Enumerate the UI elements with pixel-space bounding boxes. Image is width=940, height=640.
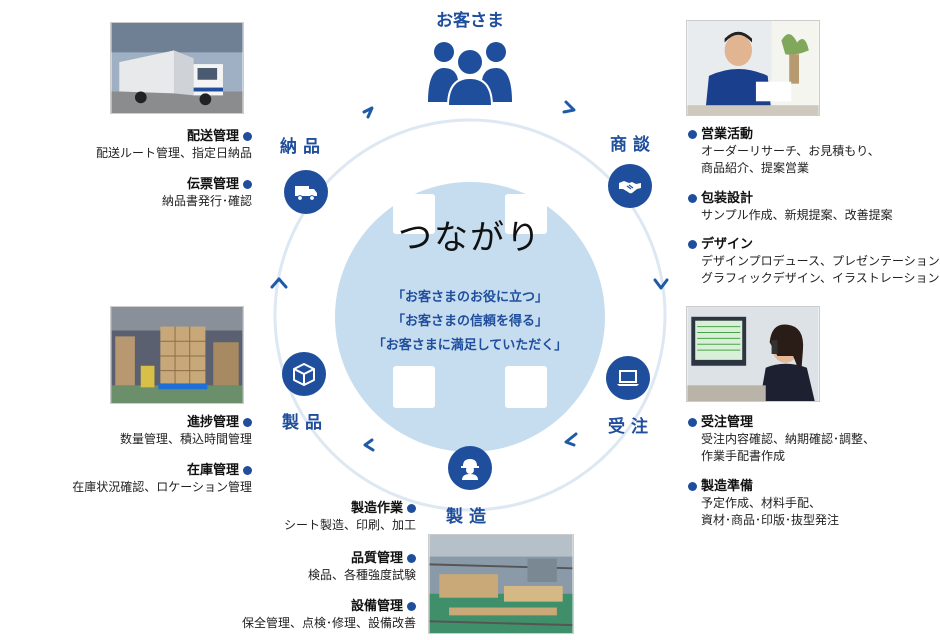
bullet-dot bbox=[243, 180, 252, 189]
factory-photo bbox=[428, 534, 574, 634]
node-label-seizo: 製造 bbox=[446, 507, 492, 527]
motto-1: 「お客さまのお役に立つ」 bbox=[391, 290, 548, 305]
bullet-dot bbox=[243, 132, 252, 141]
box-icon bbox=[293, 363, 315, 386]
seizo-head-2: 品質管理 bbox=[350, 551, 403, 566]
sales-staff-photo bbox=[686, 20, 820, 116]
center-decor-square bbox=[393, 366, 435, 408]
node-label-juchu: 受注 bbox=[608, 417, 654, 437]
seizo-desc-3a: 保全管理、点検･修理、設備改善 bbox=[241, 616, 416, 630]
juchu-item-2: 製造準備 予定作成、材料手配、 資材･商品･印版･抜型発注 bbox=[688, 478, 839, 529]
shodan-head-2: 包装設計 bbox=[701, 191, 754, 206]
juchu-desc-2b: 資材･商品･印版･抜型発注 bbox=[701, 513, 840, 527]
shodan-desc-3a: デザインプロデュース、プレゼンテーション、 bbox=[701, 254, 940, 268]
cycle-arrow-6 bbox=[270, 277, 288, 289]
node-shodan bbox=[608, 164, 652, 208]
cycle-arrow-2 bbox=[562, 100, 576, 114]
seizo-desc-2a: 検品、各種強度試験 bbox=[307, 568, 416, 582]
shodan-desc-3b: グラフィックデザイン、イラストレーション bbox=[701, 271, 940, 285]
shodan-item-1: 営業活動 オーダーリサーチ、お見積もり、 商品紹介、提案営業 bbox=[688, 126, 880, 177]
seihin-item-2: 在庫管理 在庫状況確認、ロケーション管理 bbox=[72, 462, 252, 496]
juchu-item-1: 受注管理 受注内容確認、納期確認･調整、 作業手配書作成 bbox=[688, 414, 875, 465]
cycle-arrow-1 bbox=[362, 106, 374, 119]
shodan-head-3: デザイン bbox=[701, 237, 754, 252]
seihin-head-2: 在庫管理 bbox=[186, 463, 239, 478]
center-circle: つながり 「お客さまのお役に立つ」 「お客さまの信頼を得る」 「お客さまに満足し… bbox=[335, 182, 605, 452]
node-seizo bbox=[448, 446, 492, 490]
node-label-seihin: 製品 bbox=[282, 413, 328, 433]
cycle-arrow-5 bbox=[363, 438, 375, 452]
node-nohin bbox=[284, 170, 328, 214]
worker-helmet-icon bbox=[461, 459, 479, 480]
node-label-shodan: 商談 bbox=[610, 135, 656, 155]
laptop-icon bbox=[617, 370, 639, 386]
nohin-head-2: 伝票管理 bbox=[186, 177, 239, 192]
order-staff-photo bbox=[686, 306, 820, 402]
seihin-item-1: 進捗管理 数量管理、積込時間管理 bbox=[120, 414, 252, 448]
nohin-item-1: 配送管理 配送ルート管理、指定日納品 bbox=[96, 128, 252, 162]
node-label-nohin: 納品 bbox=[280, 137, 326, 157]
bullet-dot bbox=[688, 130, 697, 139]
shodan-item-2: 包装設計 サンプル作成、新規提案、改善提案 bbox=[688, 190, 893, 224]
cycle-arrow-3 bbox=[653, 278, 669, 290]
juchu-head-2: 製造準備 bbox=[701, 479, 754, 494]
juchu-desc-2a: 予定作成、材料手配、 bbox=[701, 496, 822, 510]
people-group-icon bbox=[428, 42, 512, 106]
node-seihin bbox=[282, 352, 326, 396]
seizo-item-2: 品質管理 検品、各種強度試験 bbox=[308, 550, 416, 584]
seizo-desc-1a: シート製造、印刷、加工 bbox=[283, 518, 416, 532]
motto-3: 「お客さまに満足していただく」 bbox=[372, 338, 568, 353]
juchu-desc-1a: 受注内容確認、納期確認･調整、 bbox=[701, 432, 876, 446]
seihin-desc-1a: 数量管理、積込時間管理 bbox=[119, 432, 252, 446]
seihin-head-1: 進捗管理 bbox=[186, 415, 239, 430]
nohin-head-1: 配送管理 bbox=[186, 129, 239, 144]
seizo-head-1: 製造作業 bbox=[350, 501, 403, 516]
center-decor-square bbox=[505, 194, 547, 234]
shodan-head-1: 営業活動 bbox=[701, 127, 754, 142]
juchu-desc-1b: 作業手配書作成 bbox=[701, 449, 786, 463]
bullet-dot bbox=[688, 240, 697, 249]
center-title: つながり bbox=[398, 218, 542, 258]
delivery-truck-photo bbox=[110, 22, 244, 114]
truck-icon bbox=[295, 186, 317, 201]
center-decor-square bbox=[505, 366, 547, 408]
nohin-desc-1a: 配送ルート管理、指定日納品 bbox=[95, 146, 252, 160]
bullet-dot bbox=[407, 554, 416, 563]
juchu-head-1: 受注管理 bbox=[701, 415, 754, 430]
shodan-desc-1a: オーダーリサーチ、お見積もり、 bbox=[701, 144, 880, 158]
seihin-desc-2a: 在庫状況確認、ロケーション管理 bbox=[72, 480, 252, 494]
shodan-desc-1b: 商品紹介、提案営業 bbox=[701, 161, 810, 175]
bullet-dot bbox=[243, 466, 252, 475]
nohin-desc-2a: 納品書発行･確認 bbox=[161, 194, 252, 208]
shodan-desc-2a: サンプル作成、新規提案、改善提案 bbox=[701, 208, 893, 222]
center-decor-square bbox=[393, 194, 435, 234]
seizo-item-1: 製造作業 シート製造、印刷、加工 bbox=[284, 500, 416, 534]
bullet-dot bbox=[407, 504, 416, 513]
customers-title: お客さま bbox=[436, 11, 504, 31]
bullet-dot bbox=[688, 482, 697, 491]
bullet-dot bbox=[407, 602, 416, 611]
node-juchu bbox=[606, 356, 650, 400]
motto-2: 「お客さまの信頼を得る」 bbox=[391, 314, 548, 329]
shodan-item-3: デザイン デザインプロデュース、プレゼンテーション、 グラフィックデザイン、イラ… bbox=[688, 236, 940, 287]
bullet-dot bbox=[688, 418, 697, 427]
warehouse-photo bbox=[110, 306, 244, 404]
seizo-item-3: 設備管理 保全管理、点検･修理、設備改善 bbox=[242, 598, 416, 632]
bullet-dot bbox=[243, 418, 252, 427]
cycle-arrow-4 bbox=[564, 432, 578, 447]
seizo-head-3: 設備管理 bbox=[350, 599, 403, 614]
nohin-item-2: 伝票管理 納品書発行･確認 bbox=[162, 176, 252, 210]
bullet-dot bbox=[688, 194, 697, 203]
handshake-icon bbox=[619, 181, 641, 194]
